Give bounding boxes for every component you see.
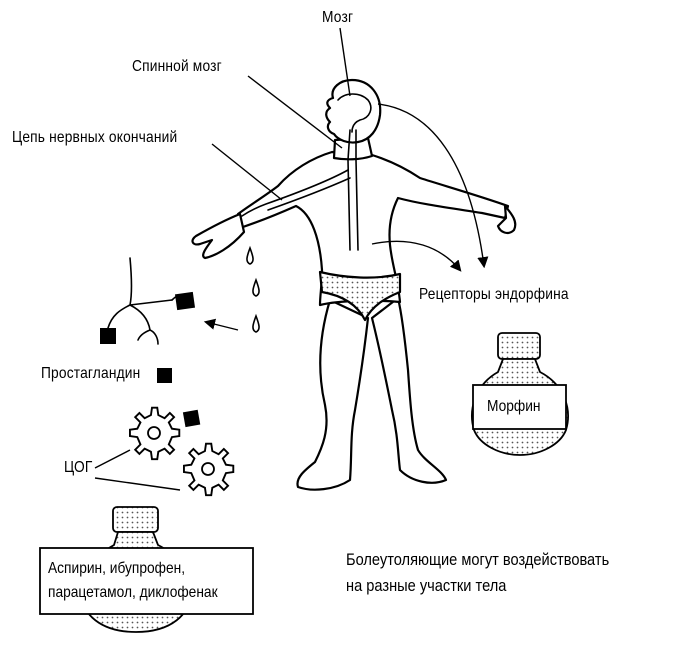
caption-line1: Болеутоляющие могут воздействовать (346, 550, 610, 569)
human-figure (191, 78, 517, 491)
arrows (203, 103, 489, 331)
head (325, 78, 382, 144)
spinal-cord-line-2 (355, 129, 359, 251)
nervous-system (241, 93, 372, 251)
drops (246, 245, 260, 333)
nsaid-bottle (39, 506, 254, 633)
arm-nerve-2 (267, 177, 351, 211)
nsaid-label-line1: Аспирин, ибупрофен, (48, 560, 186, 577)
leader-lines (94, 27, 351, 491)
nerve-chain-label: Цепь нервных окончаний (12, 129, 178, 146)
nerve-ending (107, 257, 185, 345)
caption-line2: на разные участки тела (346, 576, 507, 595)
drop-icon (246, 245, 254, 265)
briefs (318, 270, 402, 322)
left-hand (191, 212, 246, 260)
cox-gear-icon (129, 406, 181, 461)
spinal-leader (247, 75, 343, 149)
prostaglandin-square (182, 409, 201, 428)
nsaid-label-line2: парацетамол, диклофенак (48, 584, 218, 601)
prostaglandin-square (157, 368, 172, 383)
prostaglandin-label: Простагландин (41, 365, 141, 382)
right-hand (496, 204, 517, 235)
brain-outline (337, 93, 372, 133)
morphine-label: Морфин (487, 398, 541, 415)
nerve-chain-leader (211, 143, 283, 201)
endorphin-receptors-label: Рецепторы эндорфина (419, 286, 569, 303)
spinal-cord-line-1 (347, 129, 351, 251)
right-leg (370, 296, 448, 484)
receptor-square (174, 291, 196, 311)
spine-to-receptor-arrow (371, 240, 462, 272)
receptor-square (100, 328, 116, 344)
drop-icon (252, 277, 260, 297)
drop-icon (252, 313, 260, 333)
cox-label: ЦОГ (64, 459, 93, 476)
cox-leader-2 (94, 477, 181, 491)
cox-gear-icon (183, 442, 235, 497)
spinal-cord-label: Спинной мозг (132, 58, 222, 75)
brain-label: Мозг (322, 9, 354, 26)
left-leg (296, 298, 370, 491)
morphine-bottle (471, 332, 569, 456)
neck (332, 136, 374, 161)
cox-leader-1 (94, 449, 131, 469)
drops-to-nerve-arrow (203, 318, 239, 331)
arm-nerve-1 (241, 169, 349, 217)
brain-to-receptor-arrow (377, 103, 489, 269)
brain-leader (339, 27, 351, 97)
